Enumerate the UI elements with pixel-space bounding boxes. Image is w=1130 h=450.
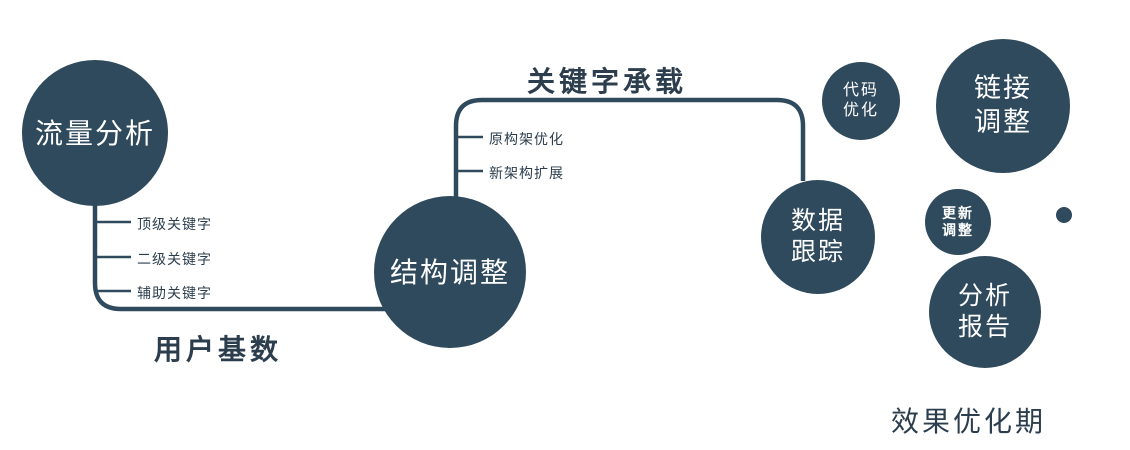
node-structure-adjustment-label: 结构调整 xyxy=(389,256,510,288)
node-traffic-analysis-label: 流量分析 xyxy=(34,117,155,149)
small-dot-node xyxy=(1056,207,1072,223)
node-code-optimization: 代码 优化 xyxy=(822,62,900,140)
node-structure-adjustment: 结构调整 xyxy=(374,196,526,348)
node-traffic-analysis: 流量分析 xyxy=(22,60,168,206)
branch-label-auxiliary-keywords: 辅助关键字 xyxy=(137,285,212,301)
node-update-adjustment: 更新 调整 xyxy=(925,189,991,255)
branch-label-original-framework-optimization: 原构架优化 xyxy=(489,131,564,147)
node-link-adjustment: 链接 调整 xyxy=(936,39,1070,173)
edge-path-keyword-carry xyxy=(453,97,806,200)
footer-caption: 效果优化期 xyxy=(891,406,1047,437)
node-code-optimization-label: 代码 优化 xyxy=(842,82,879,119)
node-update-adjustment-label: 更新 调整 xyxy=(942,204,974,239)
branch-label-top-keywords: 顶级关键字 xyxy=(137,216,212,232)
node-link-adjustment-label: 链接 调整 xyxy=(974,73,1032,137)
node-analysis-report-label: 分析 报告 xyxy=(957,281,1012,341)
edge-label-user-base: 用户基数 xyxy=(154,334,283,365)
branch-label-secondary-keywords: 二级关键字 xyxy=(137,251,212,267)
edge-path-user-base xyxy=(92,195,392,312)
node-data-tracking: 数据 跟踪 xyxy=(761,180,875,294)
edge-label-keyword-carry: 关键字承载 xyxy=(527,66,688,97)
node-analysis-report: 分析 报告 xyxy=(929,256,1041,368)
node-data-tracking-label: 数据 跟踪 xyxy=(790,206,845,266)
branch-label-new-framework-expansion: 新架构扩展 xyxy=(489,165,564,181)
